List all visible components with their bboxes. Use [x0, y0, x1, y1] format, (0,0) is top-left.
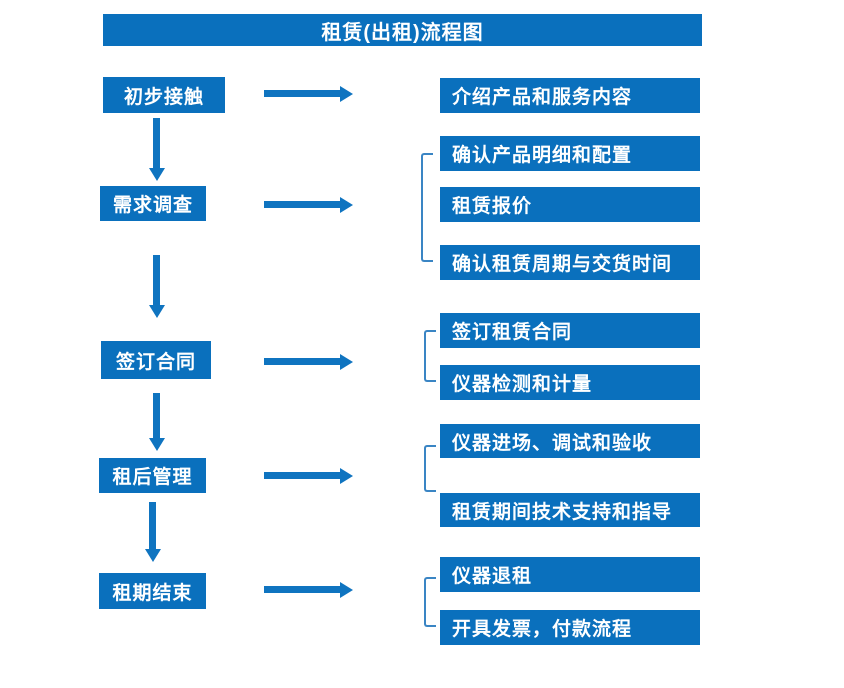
- output-box-10: 开具发票，付款流程: [440, 610, 700, 645]
- down-arrow-icon-4: [144, 502, 161, 562]
- step-box-4: 租后管理: [99, 458, 206, 493]
- output-box-2: 确认产品明细和配置: [440, 136, 700, 171]
- output-box-7: 仪器进场、调试和验收: [440, 424, 700, 458]
- flowchart-title: 租赁(出租)流程图: [103, 14, 702, 46]
- down-arrow-icon-3: [148, 393, 165, 451]
- right-arrow-icon-5: [264, 581, 353, 598]
- right-arrow-icon-2: [264, 196, 353, 213]
- output-box-5: 签订租赁合同: [440, 313, 700, 348]
- output-box-1: 介绍产品和服务内容: [440, 78, 700, 113]
- group-bracket-3: [424, 445, 436, 492]
- group-bracket-2: [424, 330, 436, 382]
- output-box-9: 仪器退租: [440, 557, 700, 592]
- output-box-4: 确认租赁周期与交货时间: [440, 245, 700, 280]
- right-arrow-icon-3: [264, 353, 353, 370]
- output-box-3: 租赁报价: [440, 187, 700, 222]
- right-arrow-icon-4: [264, 467, 353, 484]
- output-box-8: 租赁期间技术支持和指导: [440, 493, 700, 527]
- step-box-1: 初步接触: [103, 77, 225, 113]
- group-bracket-4: [424, 577, 436, 627]
- down-arrow-icon-1: [148, 118, 165, 181]
- step-box-5: 租期结束: [99, 573, 206, 609]
- step-box-2: 需求调查: [100, 186, 206, 221]
- group-bracket-1: [421, 153, 433, 262]
- output-box-6: 仪器检测和计量: [440, 365, 700, 400]
- down-arrow-icon-2: [148, 255, 165, 318]
- step-box-3: 签订合同: [101, 341, 211, 379]
- right-arrow-icon-1: [264, 85, 353, 102]
